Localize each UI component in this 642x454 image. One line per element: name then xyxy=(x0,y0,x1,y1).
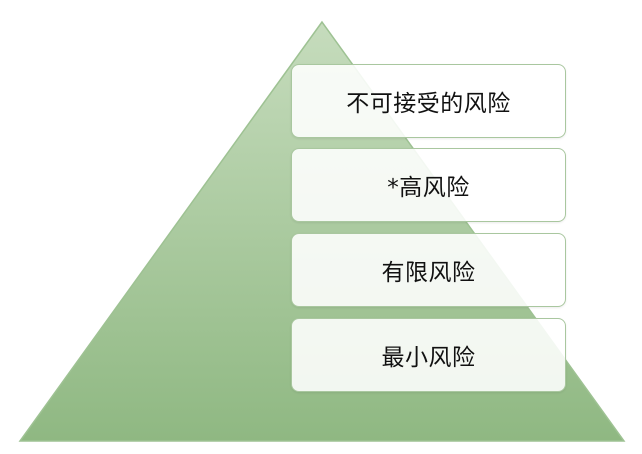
risk-level-unacceptable: 不可接受的风险 xyxy=(291,64,566,138)
risk-level-minimal: 最小风险 xyxy=(291,318,566,392)
risk-level-label: 最小风险 xyxy=(381,345,476,371)
risk-level-label: *高风险 xyxy=(387,175,470,201)
risk-level-high: *高风险 xyxy=(291,148,566,222)
risk-level-label: 有限风险 xyxy=(381,260,476,286)
risk-level-label: 不可接受的风险 xyxy=(346,91,511,117)
risk-level-limited: 有限风险 xyxy=(291,233,566,307)
